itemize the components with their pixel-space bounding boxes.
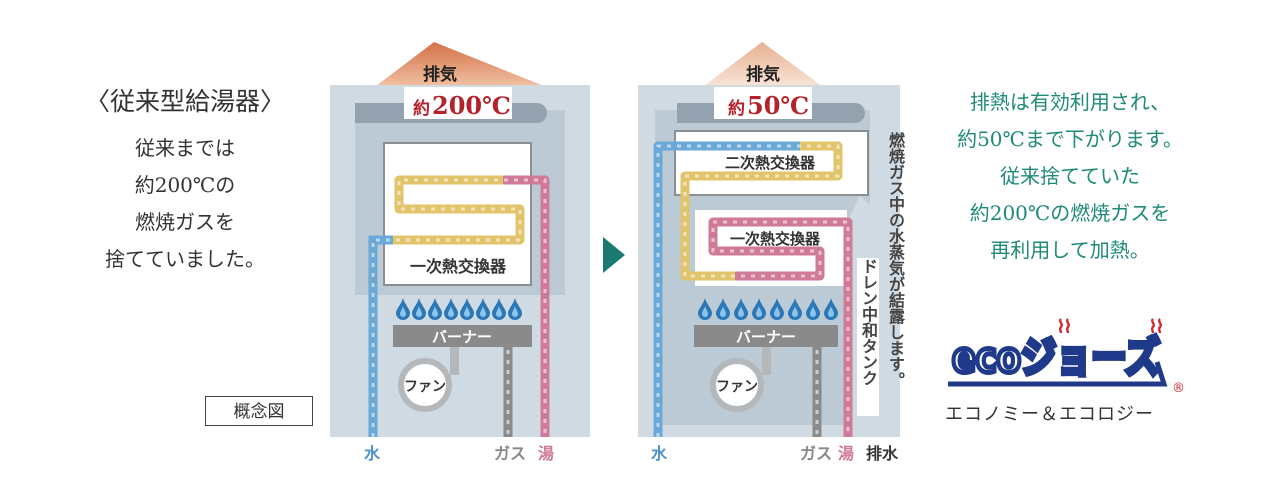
svg-text:ガス: ガス (494, 444, 526, 463)
svg-text:ガス: ガス (800, 444, 832, 463)
registered-mark: ® (1172, 381, 1185, 396)
conventional-diagram: 排気 約 200℃ 一次熱交換器 バーナー ファン 水 ガス 湯 (330, 42, 590, 463)
fan (710, 358, 764, 412)
condensation-note: 燃焼ガス中の水蒸気が結露します。 (886, 132, 905, 388)
exhaust-label: 排気 (746, 64, 780, 85)
fan-duct (762, 345, 771, 375)
svg-text:バーナー: バーナー (432, 328, 492, 346)
eco-description: 排熱は有効利用され、 約50℃まで下がります。 従来捨てていた 約200℃の燃焼… (920, 84, 1220, 269)
desc-line: 燃焼ガスを (135, 210, 235, 234)
desc-line: 約50℃まで下がります。 (957, 127, 1183, 151)
svg-text:湯: 湯 (838, 444, 854, 463)
svg-text:約: 約 (728, 98, 745, 119)
burner (694, 325, 838, 347)
desc-line: 約200℃の (134, 173, 236, 197)
conventional-title: 〈従来型給湯器〉 (84, 87, 285, 116)
svg-text:一次熱交換器: 一次熱交換器 (730, 230, 821, 248)
concept-diagram-label: 概念図 (205, 396, 313, 426)
svg-text:湯: 湯 (538, 444, 554, 463)
exhaust-temp: 50℃ (747, 91, 809, 120)
desc-line: 従来捨てていた (1000, 164, 1140, 188)
svg-text:バーナー: バーナー (736, 328, 796, 346)
conventional-description: 従来までは 約200℃の 燃焼ガスを 捨てていました。 (75, 130, 295, 278)
fan-duct (450, 345, 459, 375)
desc-line: 捨てていました。 (105, 247, 265, 271)
exhaust-arrow (704, 42, 822, 86)
exhaust-label: 排気 (423, 64, 457, 85)
logo-subtitle: エコノミー＆エコロジー (945, 404, 1154, 425)
desc-line: 従来までは (135, 136, 235, 160)
arrow-right-icon (603, 237, 625, 273)
svg-text:排水: 排水 (866, 444, 899, 463)
svg-text:水: 水 (364, 444, 381, 463)
svg-text:ファン: ファン (716, 379, 758, 395)
desc-line: 排熱は有効利用され、 (969, 90, 1171, 114)
svg-text:水: 水 (651, 444, 668, 463)
ecojozu-logo: ecoジョーズ ® (948, 318, 1185, 396)
steam-icon (1150, 318, 1163, 334)
svg-text:二次熱交換器: 二次熱交換器 (725, 154, 816, 172)
desc-line: 約200℃の燃焼ガスを (969, 201, 1171, 225)
eco-diagram: 排気 約 50℃ 二次熱交換器 一次熱交換器 バーナー ファン 水 ガス 湯 排 (638, 42, 900, 463)
exhaust-temp: 200℃ (432, 91, 511, 120)
svg-text:ファン: ファン (404, 379, 446, 395)
exhaust-arrow (376, 42, 544, 86)
burner (393, 325, 532, 347)
heat-exchanger-label: 一次熱交換器 (410, 257, 507, 276)
desc-line: 再利用して加熱。 (990, 238, 1150, 262)
fan (398, 358, 452, 412)
svg-text:約: 約 (413, 98, 430, 119)
drain-neutralization-tank: ドレン中和タンク (857, 258, 879, 416)
logo-text: ecoジョーズ (952, 333, 1160, 382)
steam-icon (1058, 318, 1071, 334)
primary-heat-exchanger (383, 142, 532, 286)
